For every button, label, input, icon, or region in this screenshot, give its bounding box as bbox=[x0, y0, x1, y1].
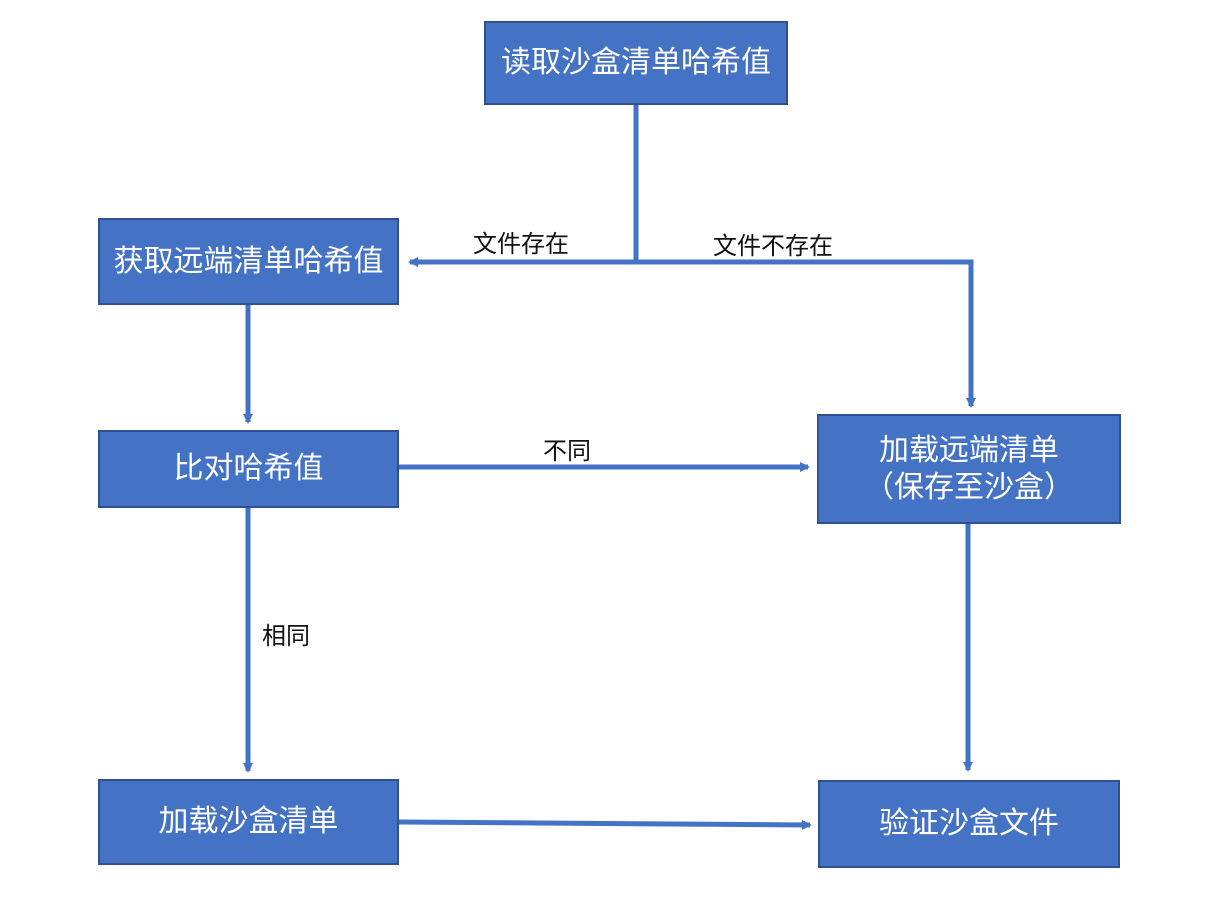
node-verify-sandbox: 验证沙盒文件 bbox=[818, 780, 1120, 868]
node-load-remote: 加载远端清单 （保存至沙盒） bbox=[817, 414, 1121, 524]
node-load-sandbox-label: 加载沙盒清单 bbox=[158, 804, 339, 840]
node-verify-sandbox-label: 验证沙盒文件 bbox=[879, 806, 1059, 842]
arrow-to-load-remote bbox=[636, 259, 976, 408]
node-load-sandbox: 加载沙盒清单 bbox=[98, 779, 399, 865]
arrow-load-sandbox-to-verify bbox=[397, 819, 812, 830]
node-get-remote-hash-label: 获取远端清单哈希值 bbox=[113, 243, 384, 279]
node-get-remote-hash: 获取远端清单哈希值 bbox=[98, 218, 399, 305]
edge-label-same: 相同 bbox=[262, 622, 310, 650]
node-read-sandbox-hash-label: 读取沙盒清单哈希值 bbox=[501, 45, 771, 81]
edge-label-different: 不同 bbox=[543, 437, 591, 465]
node-read-sandbox-hash: 读取沙盒清单哈希值 bbox=[484, 21, 788, 105]
node-load-remote-line1: 加载远端清单 bbox=[879, 432, 1059, 468]
node-compare-hash: 比对哈希值 bbox=[98, 430, 399, 508]
edge-label-file-not-exists: 文件不存在 bbox=[713, 232, 833, 260]
edge-label-file-exists: 文件存在 bbox=[473, 230, 569, 258]
node-compare-hash-label: 比对哈希值 bbox=[173, 451, 324, 487]
node-load-remote-line2: （保存至沙盒） bbox=[864, 470, 1074, 505]
